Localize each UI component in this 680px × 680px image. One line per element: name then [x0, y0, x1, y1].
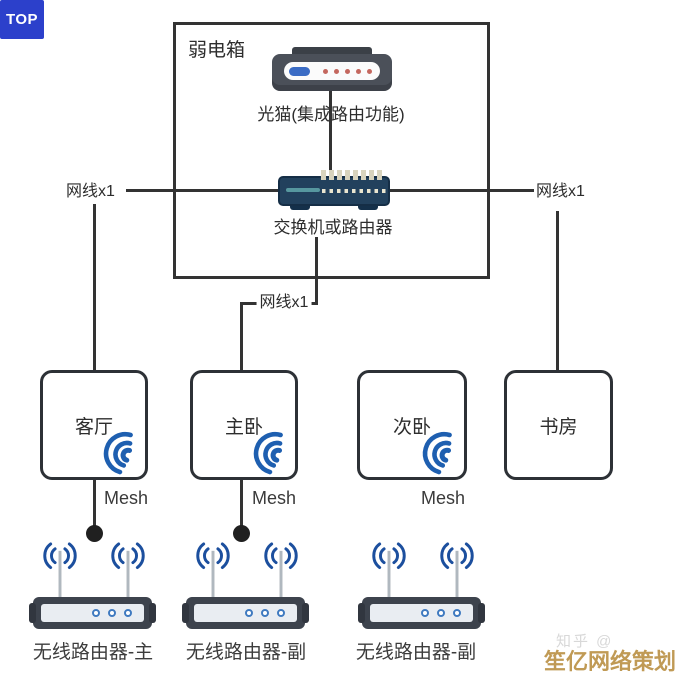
room-study: 书房: [504, 370, 613, 480]
cable-living-to-router: [93, 477, 96, 527]
switch-indicator-bar: [286, 188, 320, 192]
mesh-node-dot: [86, 525, 103, 542]
cable-to-study: [556, 211, 559, 370]
cable-switch-down: [315, 237, 318, 305]
antenna-icon: [111, 542, 145, 598]
cabinet-label: 弱电箱: [188, 40, 246, 61]
mesh-label-living: Mesh: [104, 488, 149, 508]
mesh-label-second: Mesh: [421, 488, 466, 508]
cable-to-master-bedroom: [240, 302, 243, 370]
router-status-leds: [421, 609, 461, 617]
mesh-label-master: Mesh: [252, 488, 297, 508]
router-icon: [182, 597, 309, 629]
mesh-node-dot: [233, 525, 250, 542]
cable-label-middle: 网线x1: [256, 294, 312, 312]
wifi-icon: [422, 432, 452, 475]
router-status-leds: [92, 609, 132, 617]
room-master-bedroom: 主卧: [190, 370, 298, 480]
router-front-panel: [370, 604, 473, 622]
router-icon: [358, 597, 485, 629]
modem-front-panel: [284, 62, 380, 80]
watermark-brand: 笙亿网络策划: [544, 649, 677, 674]
room-second-bedroom: 次卧: [357, 370, 467, 480]
top-badge-label: TOP: [5, 11, 39, 28]
antenna-icon: [440, 542, 474, 598]
modem-icon: [272, 54, 392, 91]
switch-led-row: [322, 189, 386, 193]
wifi-icon: [103, 432, 133, 475]
router-secondary2-label: 无线路由器-副: [355, 642, 477, 663]
room-living-label: 客厅: [74, 416, 113, 438]
router-secondary1-label: 无线路由器-副: [185, 642, 307, 663]
antenna-icon: [43, 542, 77, 598]
switch-label: 交换机或路由器: [273, 218, 393, 237]
room-master-bedroom-label: 主卧: [224, 416, 263, 438]
switch-ports: [321, 170, 385, 180]
switch-foot-left: [290, 204, 310, 210]
room-living: 客厅: [40, 370, 148, 480]
room-study-label: 书房: [539, 416, 578, 438]
cable-label-right: 网线x1: [536, 183, 585, 200]
cable-to-living-room: [93, 204, 96, 370]
top-badge: TOP: [0, 0, 44, 39]
modem-status-leds: [323, 68, 372, 74]
antenna-icon: [264, 542, 298, 598]
antenna-icon: [372, 542, 406, 598]
antenna-icon: [196, 542, 230, 598]
cable-modem-to-switch: [329, 90, 332, 177]
router-front-panel: [194, 604, 297, 622]
router-icon: [29, 597, 156, 629]
wifi-icon: [253, 432, 283, 475]
router-main-label: 无线路由器-主: [32, 642, 154, 663]
room-second-bedroom-label: 次卧: [392, 416, 431, 438]
cable-master-to-router: [240, 477, 243, 527]
router-front-panel: [41, 604, 144, 622]
watermark-faint: 知乎 @: [556, 633, 614, 650]
switch-foot-right: [358, 204, 378, 210]
modem-power-led: [289, 66, 310, 76]
router-status-leds: [245, 609, 285, 617]
cable-label-left: 网线x1: [66, 183, 115, 200]
